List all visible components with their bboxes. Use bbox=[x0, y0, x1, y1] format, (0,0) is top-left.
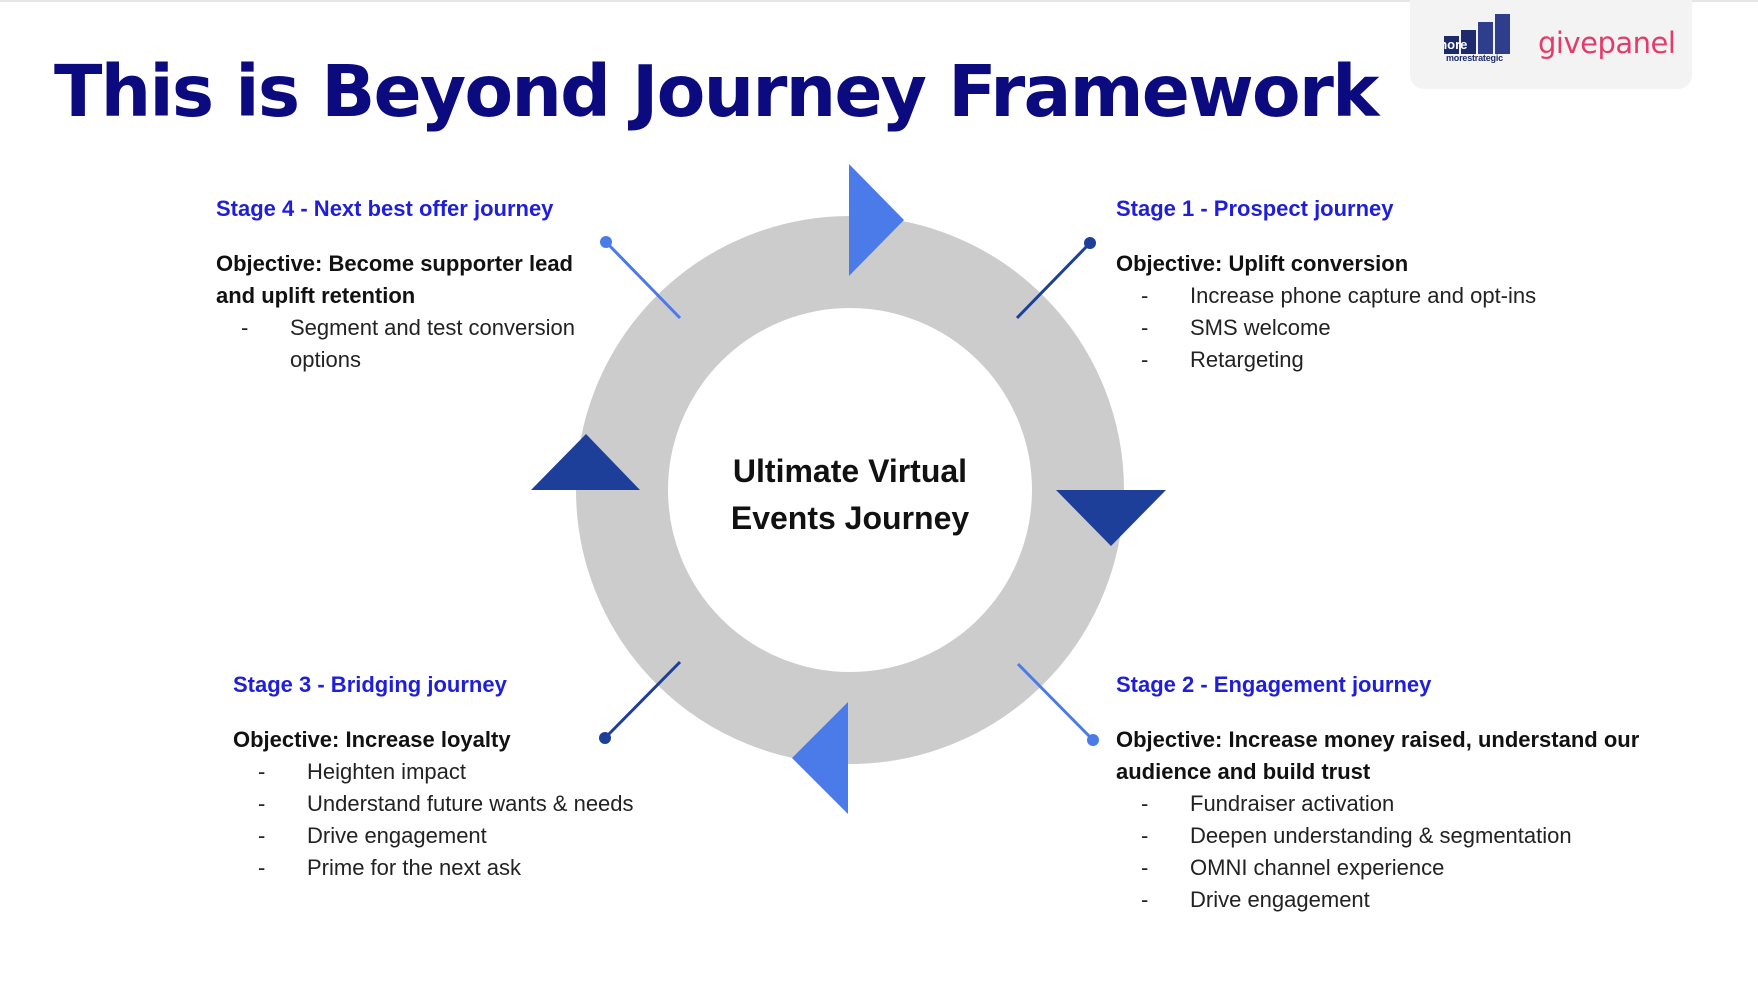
list-item: - Heighten impact bbox=[233, 756, 833, 788]
bullet-dash: - bbox=[258, 823, 266, 848]
arrow-left-icon bbox=[531, 434, 640, 490]
stage1-objective: Objective: Uplift conversion bbox=[1116, 251, 1409, 276]
bullet-text: Retargeting bbox=[1190, 347, 1304, 372]
bullet-text: Increase phone capture and opt-ins bbox=[1190, 283, 1537, 308]
list-item: - Increase phone capture and opt-ins bbox=[1116, 280, 1716, 312]
list-item: - Deepen understanding & segmentation bbox=[1116, 820, 1716, 852]
bullet-dash: - bbox=[1141, 823, 1149, 848]
arrow-right-icon bbox=[1056, 490, 1166, 546]
stage2-title: Stage 2 - Engagement journey bbox=[1116, 672, 1432, 697]
more-letter-m: more bbox=[1444, 37, 1467, 52]
arrow-top-icon bbox=[849, 164, 904, 276]
bullet-text: Drive engagement bbox=[1190, 887, 1370, 912]
arrow-bottom-icon bbox=[792, 702, 848, 814]
top-divider bbox=[0, 0, 1758, 2]
bullet-text: Segment and test conversion options bbox=[290, 315, 575, 372]
bullet-text: Heighten impact bbox=[307, 759, 466, 784]
center-label-line1: Ultimate Virtual bbox=[732, 453, 968, 489]
bullet-dash: - bbox=[1141, 855, 1149, 880]
stage4-objective: Objective: Become supporter lead and upl… bbox=[216, 251, 573, 308]
connector-stage3 bbox=[599, 660, 682, 744]
bullet-text: Deepen understanding & segmentation bbox=[1190, 823, 1572, 848]
stage4-title: Stage 4 - Next best offer journey bbox=[216, 196, 554, 221]
list-item: - Fundraiser activation bbox=[1116, 788, 1716, 820]
list-item: - Drive engagement bbox=[1116, 884, 1716, 916]
list-item: - Prime for the next ask bbox=[233, 852, 833, 884]
list-item: - SMS welcome bbox=[1116, 312, 1716, 344]
stage4-bullet-list: - Segment and test conversion options bbox=[216, 312, 616, 376]
list-item: - OMNI channel experience bbox=[1116, 852, 1716, 884]
bullet-dash: - bbox=[258, 791, 266, 816]
center-label-line2: Events Journey bbox=[730, 500, 970, 536]
givepanel-logo: givepanel bbox=[1538, 26, 1676, 60]
stage3-block: Stage 3 - Bridging journey Objective: In… bbox=[233, 672, 833, 884]
bullet-text: Drive engagement bbox=[307, 823, 487, 848]
bullet-dash: - bbox=[258, 759, 266, 784]
bullet-text: Prime for the next ask bbox=[307, 855, 521, 880]
stage1-bullet-list: - Increase phone capture and opt-ins - SMS… bbox=[1116, 280, 1716, 376]
list-item: - Segment and test conversion options bbox=[216, 312, 616, 376]
stage3-bullet-list: - Heighten impact - Understand future want… bbox=[233, 756, 833, 884]
connector-stage4 bbox=[600, 236, 682, 320]
stage1-title: Stage 1 - Prospect journey bbox=[1116, 196, 1394, 221]
list-item: - Retargeting bbox=[1116, 344, 1716, 376]
bullet-text: OMNI channel experience bbox=[1190, 855, 1445, 880]
stage4-block: Stage 4 - Next best offer journey Object… bbox=[216, 196, 616, 376]
connector-stage2 bbox=[1016, 662, 1099, 746]
bullet-dash: - bbox=[1141, 347, 1149, 372]
diagram-center-label: Ultimate Virtual Events Journey bbox=[690, 448, 1010, 542]
stage1-block: Stage 1 - Prospect journey Objective: Up… bbox=[1116, 196, 1716, 376]
stage3-objective: Objective: Increase loyalty bbox=[233, 727, 511, 752]
bullet-dash: - bbox=[1141, 887, 1149, 912]
stage2-bullet-list: - Fundraiser activation - Deepen understan… bbox=[1116, 788, 1716, 916]
list-item: - Drive engagement bbox=[233, 820, 833, 852]
stage2-objective: Objective: Increase money raised, unders… bbox=[1116, 727, 1640, 784]
stage2-block: Stage 2 - Engagement journey Objective: … bbox=[1116, 672, 1716, 916]
bullet-dash: - bbox=[241, 315, 249, 340]
page-title: This is Beyond Journey Framework bbox=[54, 50, 1379, 133]
list-item: - Understand future wants & needs bbox=[233, 788, 833, 820]
bullet-dash: - bbox=[1141, 283, 1149, 308]
bullet-dash: - bbox=[1141, 791, 1149, 816]
bullet-dash: - bbox=[1141, 315, 1149, 340]
bullet-text: Understand future wants & needs bbox=[307, 791, 634, 816]
bullet-text: SMS welcome bbox=[1190, 315, 1331, 340]
partner-logos: more morestrategic givepanel bbox=[1410, 0, 1692, 89]
bullet-dash: - bbox=[258, 855, 266, 880]
bullet-text: Fundraiser activation bbox=[1190, 791, 1395, 816]
more-strategic-subtitle: morestrategic bbox=[1446, 53, 1503, 63]
stage3-title: Stage 3 - Bridging journey bbox=[233, 672, 507, 697]
connector-stage1 bbox=[1015, 237, 1096, 320]
more-strategic-logo-icon: more bbox=[1444, 14, 1510, 54]
